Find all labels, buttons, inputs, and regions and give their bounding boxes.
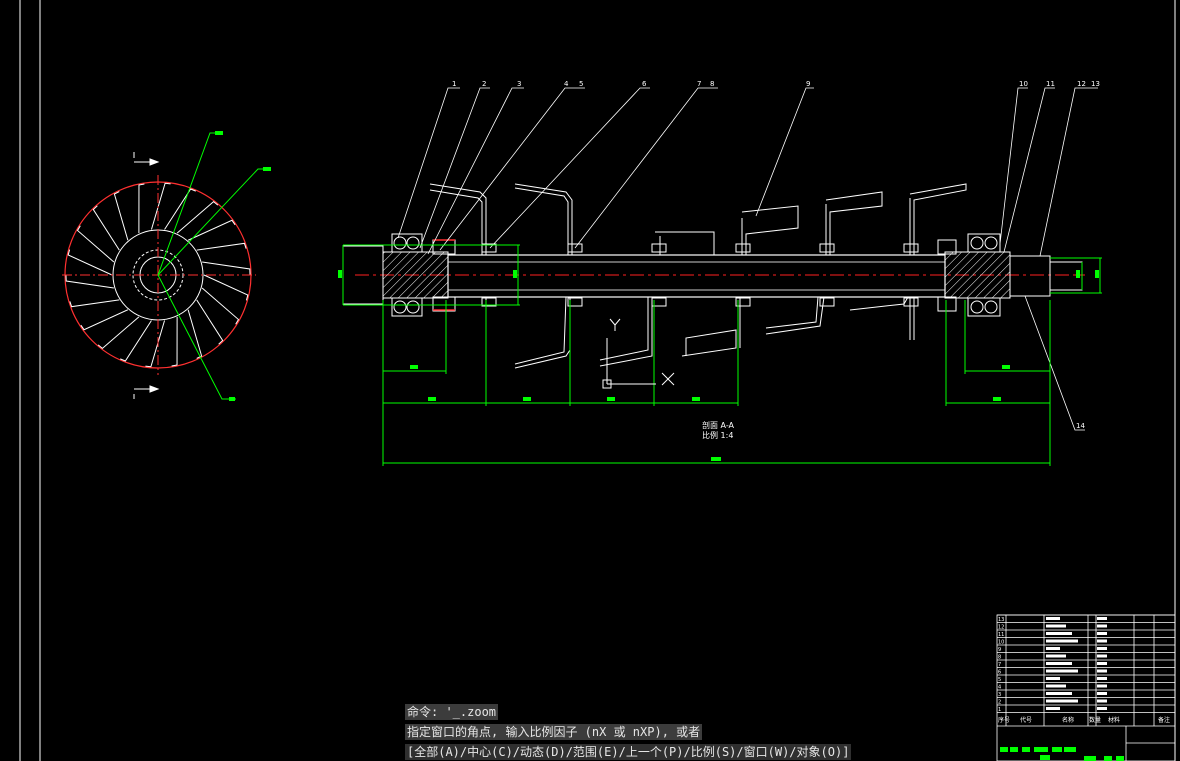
callout-number: 12 [1077,80,1086,88]
title-block-row-number: 3 [998,692,1001,698]
title-block-row-number: 4 [998,685,1001,691]
rotor-blade [202,261,251,275]
rotor-blade [97,316,140,349]
title-block-cell-text [1097,677,1107,680]
title-block-cell-text [1046,677,1060,680]
callout-number: 13 [1091,80,1100,88]
title-block-row-number: 13 [998,617,1004,623]
command-history-line-2: 指定窗口的角点, 输入比例因子 (nX 或 nXP), 或者 [405,724,703,740]
title-block-row-number: 8 [998,655,1001,661]
callout-number: 7 [697,80,701,88]
title-block-row-number: 1 [998,707,1001,713]
rotor-blade [164,188,196,230]
title-block-cell-text [1097,617,1107,620]
rotor-blade [203,274,249,301]
end-view [62,131,271,401]
rotor-blade [196,299,224,345]
title-block-header: 名称 [1062,716,1074,724]
callout-number: 6 [642,80,647,88]
callout-number: 10 [1019,80,1028,88]
title-block-cell-text [1097,647,1107,650]
title-block-cell-text [1046,692,1072,695]
title-block-cell-text [1046,662,1072,665]
callout-number: 2 [482,80,486,88]
title-block-cell-text [1046,654,1066,658]
title-block-cell-text [1097,632,1107,635]
ucs-icon [602,318,675,389]
title-block-row-number: 11 [998,632,1004,638]
title-block-cell-text [1097,662,1107,665]
title-block-cell-text [1046,669,1078,673]
title-block-row-number: 6 [998,670,1001,676]
command-history-line-1: 命令: '_.zoom [405,704,499,720]
rotor-blade [201,287,240,325]
rotor-blade [120,320,152,362]
title-block-cell-text [1046,699,1078,703]
title-block-cell-text [1097,707,1107,710]
title-block-cell-text [1046,632,1072,635]
title-block-cell-text [1097,624,1107,628]
scale-label: 比例 1:4 [702,430,733,440]
title-block-cell-text [1097,684,1107,688]
rotor-blade [113,191,129,241]
title-block-cell-text [1097,699,1107,703]
title-block-cell-text [1046,684,1066,688]
title-block-cell-text [1046,707,1060,710]
rotor-blade [69,299,120,308]
title-block-cell-text [1046,647,1060,650]
callout-number: 14 [1076,422,1085,430]
title-block-row-number: 12 [998,625,1004,631]
title-block [996,614,1176,761]
title-block-cell-text [1046,624,1066,628]
rotor-blade [171,316,178,367]
title-block-cell-text [1097,692,1107,695]
callout-number: 5 [579,80,583,88]
rotor-blade [187,219,236,241]
callout-number: 11 [1046,80,1055,88]
rotor-blade [145,320,166,368]
rotor-blade [187,309,203,359]
rotor-blade [92,205,120,251]
callout-number: 4 [564,80,569,88]
title-block-row-number: 7 [998,662,1001,668]
title-block-cell-text [1097,639,1107,643]
title-block-header: 序号 [998,716,1010,724]
rotor-blade [80,309,129,331]
callout-number: 8 [710,80,714,88]
title-block-row-number: 10 [998,640,1004,646]
rotor-blade [65,275,114,289]
callout-number: 3 [517,80,521,88]
rotor-blade [138,183,145,234]
title-block-row-number: 9 [998,647,1001,653]
shaft-section-view: 剖面 A-A 比例 1:4 [338,87,1102,466]
rotor-blade [76,225,115,263]
title-block-row-number: 2 [998,700,1001,706]
drawing-frame [19,0,1176,761]
rotor-blade [67,249,113,276]
rotor-blade [196,242,247,251]
title-block-cell-text [1046,639,1078,643]
title-block-header: 代号 [1020,716,1032,724]
callout-number: 1 [452,80,456,88]
title-block-cell-text [1097,654,1107,658]
callout-number: 9 [806,80,810,88]
title-block-header: 备注 [1158,716,1170,724]
title-block-header: 数量 [1089,716,1101,724]
rotor-blade [150,182,171,230]
title-block-cell-text [1046,617,1060,620]
title-block-cell-text [1097,669,1107,673]
rotor-blade [176,201,219,234]
title-block-header: 材料 [1108,716,1120,724]
command-prompt-input[interactable]: [全部(A)/中心(C)/动态(D)/范围(E)/上一个(P)/比例(S)/窗口… [405,744,852,760]
section-label: 剖面 A-A [702,420,735,430]
title-block-row-number: 5 [998,677,1001,683]
